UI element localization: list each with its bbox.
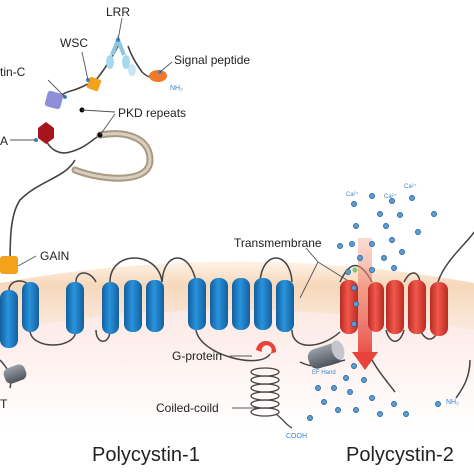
pc2-transmembrane-helices — [340, 280, 448, 336]
pc2-helix-3 — [408, 280, 426, 334]
label-ca-2: Ca²⁺ — [404, 183, 417, 190]
pc2-helix-4 — [430, 282, 448, 336]
pc1-extracellular-chain — [9, 45, 143, 269]
g-protein-domain — [256, 340, 277, 354]
pc1-helix-7 — [188, 278, 206, 330]
label-leader-lines — [10, 17, 351, 409]
pc1-loops — [0, 231, 474, 399]
label-gain: GAIN — [40, 249, 69, 263]
pc1-helix-9 — [232, 278, 250, 330]
pc1-helix-1 — [0, 290, 18, 348]
label-ef-hand: EF Hand — [312, 370, 336, 376]
label-nh2-pc2: NH₂ — [446, 399, 459, 406]
signal-peptide-domain — [141, 70, 167, 82]
plat-domain — [3, 364, 27, 384]
ef-hand-domain — [307, 340, 345, 369]
label-plat: T — [0, 397, 8, 411]
label-coiled-coil: Coiled-coild — [156, 401, 219, 415]
label-nh2-signal: NH₂ — [170, 85, 183, 92]
pc1-helix-2 — [22, 282, 39, 332]
label-g-protein: G-protein — [172, 349, 222, 363]
calcium-ions — [307, 193, 441, 421]
pc2-helix-1 — [340, 280, 358, 334]
label-polycystin-1: Polycystin-1 — [92, 444, 200, 466]
gain-domain — [0, 256, 18, 274]
pc1-helix-3 — [66, 282, 84, 334]
pc1-helix-8 — [210, 278, 228, 330]
pore-ion — [352, 267, 358, 273]
pc1-helix-11 — [276, 280, 294, 332]
label-transmembrane: Transmembrane — [234, 236, 322, 250]
label-pkd-repeats: PKD repeats — [118, 106, 186, 120]
label-lrr: LRR — [106, 5, 130, 19]
pc1-helix-5 — [124, 280, 142, 332]
pc1-helix-10 — [254, 278, 272, 330]
c-type-lectin-domain — [44, 90, 64, 110]
label-wsc: WSC — [60, 36, 88, 50]
pc2-helix-2 — [386, 280, 404, 334]
rej-domain — [38, 122, 54, 144]
pc2-helix-pore — [368, 282, 384, 332]
pc1-helix-6 — [146, 280, 164, 332]
pc1-helix-4 — [102, 282, 119, 334]
label-c-type-lectin: tin-C — [0, 65, 26, 79]
label-polycystin-2: Polycystin-2 — [346, 444, 454, 466]
pc1-transmembrane-helices — [0, 278, 294, 348]
label-ca-3: Ca²⁺ — [384, 193, 397, 200]
label-signal-peptide: Signal peptide — [174, 53, 250, 67]
lrr-domain — [106, 34, 136, 76]
coiled-coil-domain — [250, 367, 293, 429]
label-rej: A — [0, 134, 8, 148]
wsc-domain — [86, 76, 102, 92]
label-ca-1: Ca²⁺ — [346, 191, 359, 198]
label-cooh: COOH — [286, 433, 307, 440]
